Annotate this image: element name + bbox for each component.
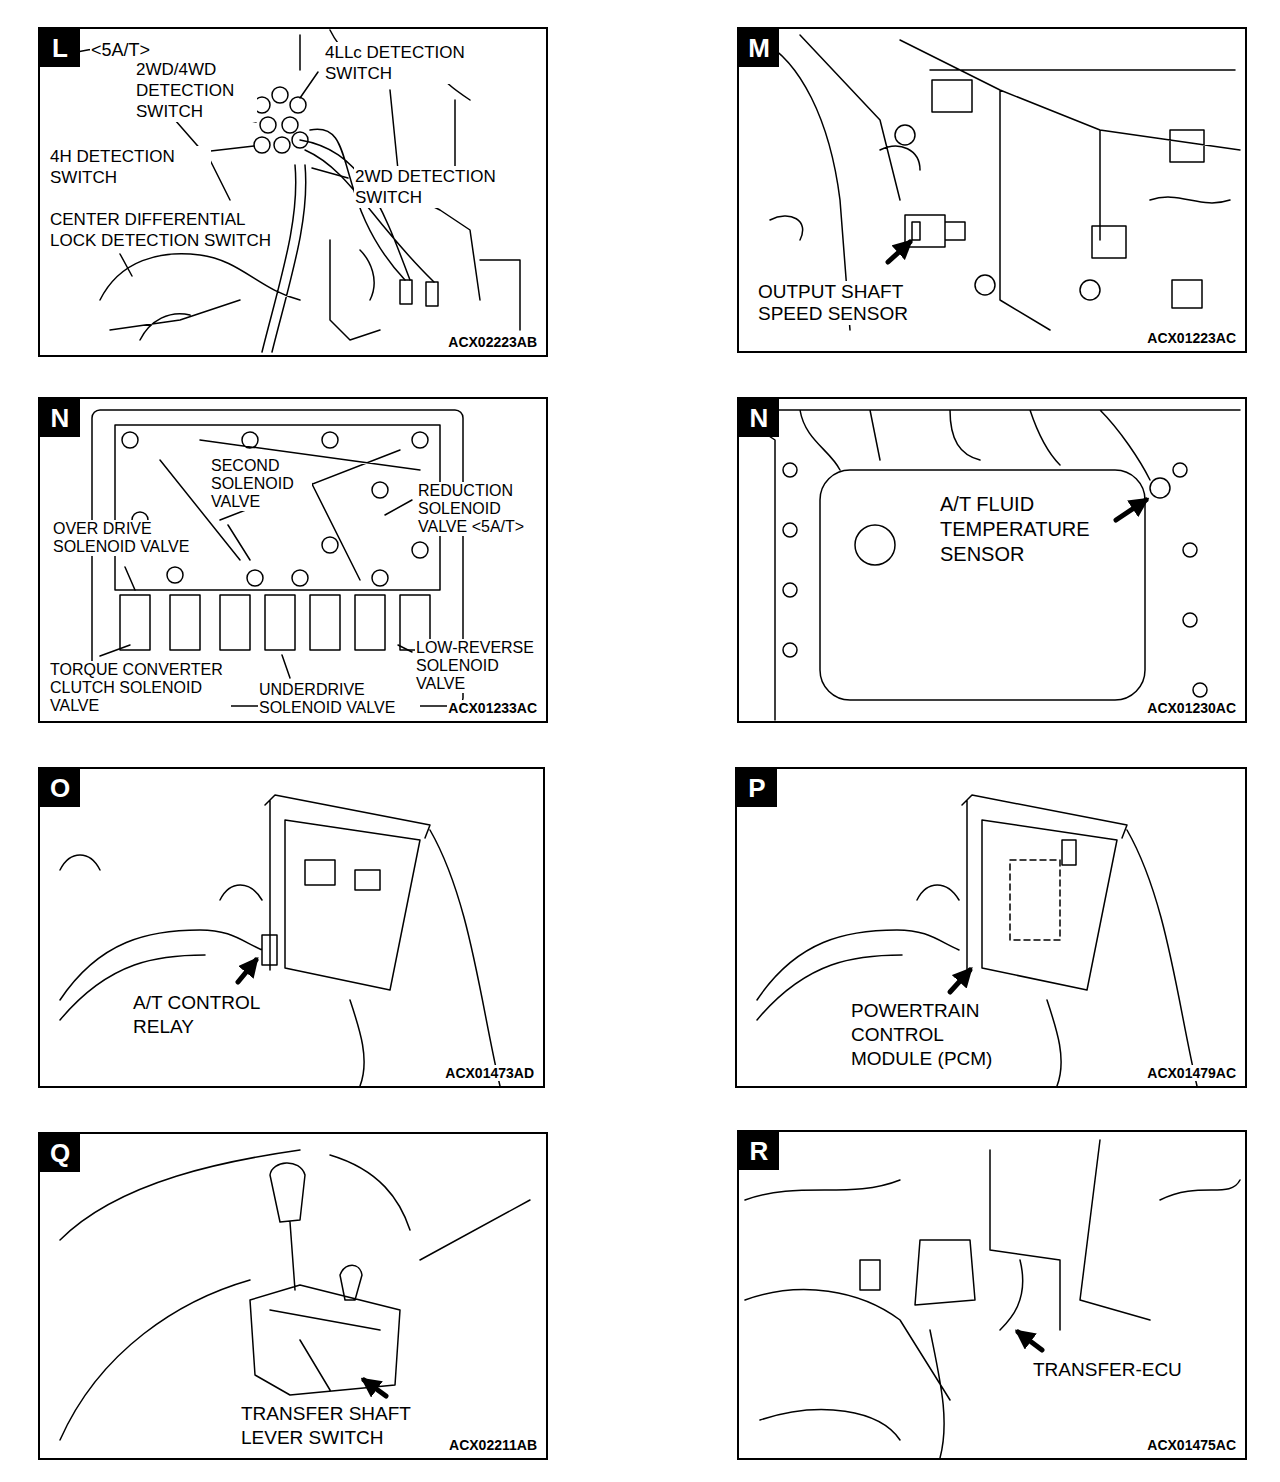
figure-panel: <5A/T>2WD/4WD DETECTION SWITCH 4LLc DETEC… (38, 27, 548, 357)
panel-letter-box: L (40, 29, 80, 67)
callout-label: UNDERDRIVE SOLENOID VALVE (258, 681, 420, 717)
figure-panel: SECOND SOLENOID VALVE REDUCTION SOLENOID … (38, 397, 548, 723)
panel-letter-box: O (40, 769, 80, 807)
panel-letter: L (52, 35, 68, 61)
callout-label: TRANSFER-ECU (1032, 1358, 1234, 1382)
figure-code: ACX02211AB (448, 1437, 538, 1453)
figure-code: ACX01479AC (1146, 1065, 1237, 1081)
panel-letter-box: N (40, 399, 80, 437)
callout-label: CENTER DIFFERENTIAL LOCK DETECTION SWITC… (49, 209, 283, 251)
panel-letter: N (51, 405, 70, 431)
oil-pan-drawing (745, 410, 1240, 720)
callout-label: LOW-REVERSE SOLENOID VALVE (415, 639, 542, 693)
callout-label: POWERTRAIN CONTROL MODULE (PCM) (850, 999, 1007, 1071)
callout-label: 2WD DETECTION SWITCH (354, 166, 526, 208)
figure-code: ACX01223AC (1146, 330, 1237, 346)
callout-label: <5A/T> (90, 39, 172, 61)
figure-panel: A/T FLUID TEMPERATURE SENSOR ACX01230AC N (737, 397, 1247, 723)
figure-code: ACX02223AB (447, 334, 538, 350)
callout-label: 4H DETECTION SWITCH (49, 146, 211, 188)
panel-letter: P (748, 775, 765, 801)
figure-panel: POWERTRAIN CONTROL MODULE (PCM) ACX01479A… (735, 767, 1247, 1088)
panel-letter-box: M (739, 29, 779, 67)
panel-letter-box: N (739, 399, 779, 437)
panel-letter-box: R (739, 1132, 779, 1170)
pcm-hidden-outline (1010, 860, 1060, 940)
figure-code: ACX01473AD (444, 1065, 535, 1081)
panel-letter: M (748, 35, 770, 61)
pointer-arrow (888, 242, 910, 262)
callout-label: OVER DRIVE SOLENOID VALVE (52, 520, 204, 556)
engine-bay-drawing (745, 1140, 1240, 1458)
panel-letter: O (50, 775, 70, 801)
panel-letter-box: P (737, 769, 777, 807)
callout-label: REDUCTION SOLENOID VALVE <5A/T> (417, 482, 539, 536)
callout-label: TORQUE CONVERTER CLUTCH SOLENOID VALVE (49, 661, 231, 715)
figure-panel: TRANSFER-ECU ACX01475AC R (737, 1130, 1247, 1460)
control-module-drawing (757, 795, 1197, 1086)
callout-label: OUTPUT SHAFT SPEED SENSOR (757, 281, 919, 325)
pointer-arrow (238, 960, 256, 982)
panel-letter-box: Q (40, 1134, 80, 1172)
callout-label: A/T CONTROL RELAY (132, 991, 284, 1039)
shift-lever-drawing (60, 1150, 530, 1440)
callout-label: 2WD/4WD DETECTION SWITCH (135, 59, 257, 122)
figure-code: ACX01230AC (1146, 700, 1237, 716)
panel-letter: N (750, 405, 769, 431)
figure-panel: OUTPUT SHAFT SPEED SENSOR ACX01223AC M (737, 27, 1247, 353)
pointer-arrow (364, 1380, 386, 1396)
pointer-arrow (950, 970, 970, 992)
callout-label: TRANSFER SHAFT LEVER SWITCH (240, 1402, 422, 1450)
pointer-arrow (1116, 500, 1146, 520)
callout-label: SECOND SOLENOID VALVE (210, 457, 312, 511)
figure-panel: A/T CONTROL RELAY ACX01473AD O (38, 767, 545, 1088)
control-module-drawing (60, 795, 500, 1086)
panel-letter: Q (50, 1140, 70, 1166)
figure-code: ACX01475AC (1146, 1437, 1237, 1453)
callout-label: 4LLc DETECTION SWITCH (324, 42, 496, 84)
figure-panel: TRANSFER SHAFT LEVER SWITCH ACX02211AB Q (38, 1132, 548, 1460)
figure-code: ACX01233AC (447, 700, 538, 716)
callout-label: A/T FLUID TEMPERATURE SENSOR (939, 492, 1111, 567)
panel-letter: R (750, 1138, 769, 1164)
pointer-arrow (1018, 1332, 1042, 1350)
